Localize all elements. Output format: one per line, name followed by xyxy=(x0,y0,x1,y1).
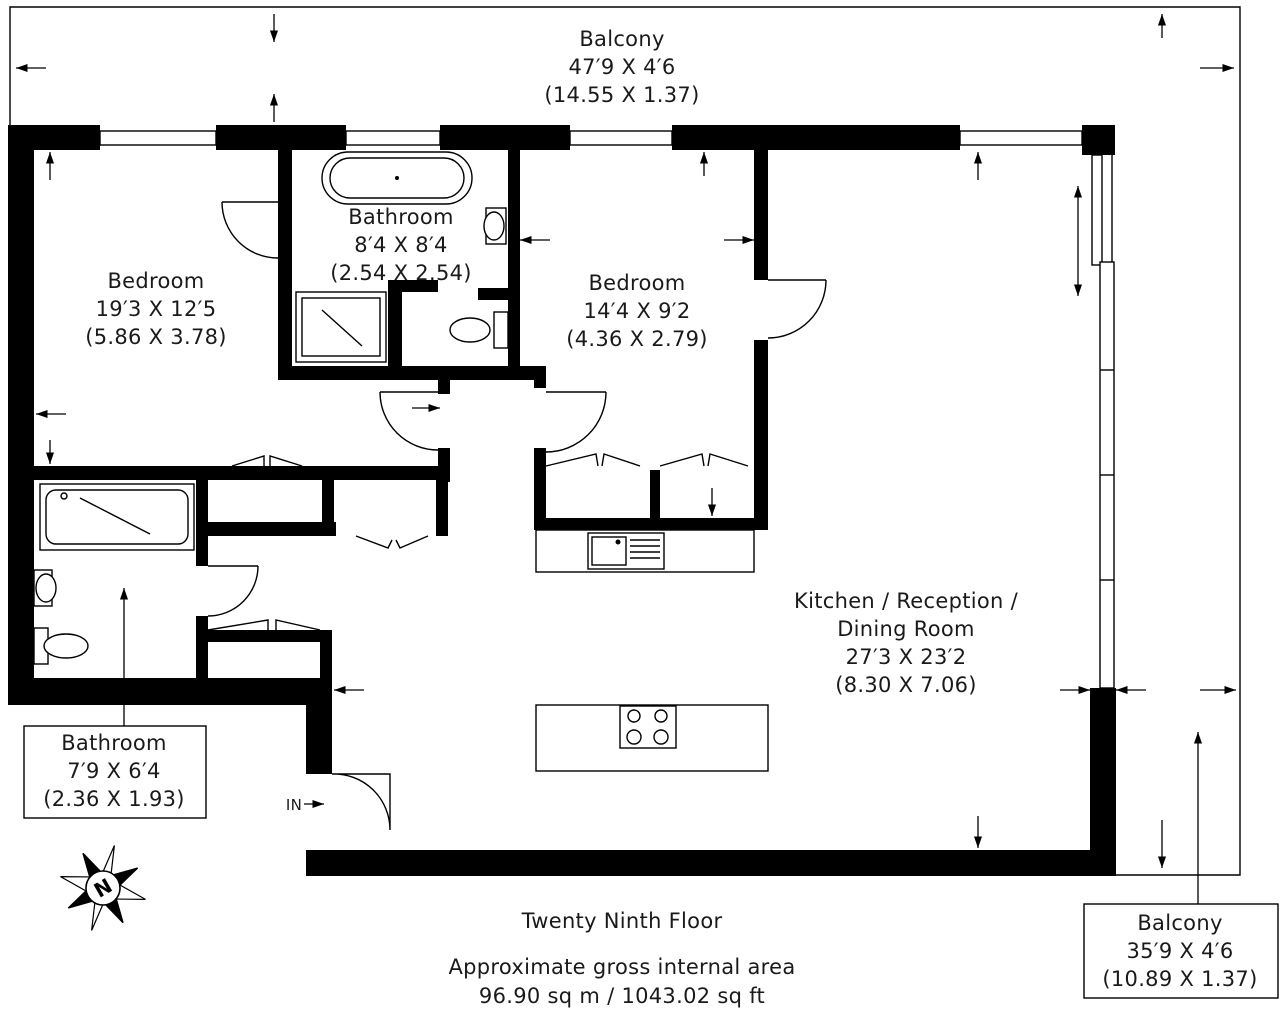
room-metric: (14.55 X 1.37) xyxy=(544,83,699,107)
room-imperial: 14′4 X 9′2 xyxy=(583,299,690,323)
area-label: Approximate gross internal area xyxy=(448,955,795,979)
floor-name: Twenty Ninth Floor xyxy=(521,909,723,933)
room-name-line-1: Kitchen / Reception / xyxy=(794,589,1019,613)
room-metric: (8.30 X 7.06) xyxy=(835,673,977,697)
compass-icon: N xyxy=(60,845,146,931)
room-imperial: 35′9 X 4′6 xyxy=(1126,939,1233,963)
room-name: Balcony xyxy=(1137,911,1222,935)
room-imperial: 19′3 X 12′5 xyxy=(96,297,217,321)
room-name: Bedroom xyxy=(107,269,204,293)
walls xyxy=(8,125,1116,876)
entrance-label: IN xyxy=(286,796,302,814)
balcony-right-label-box xyxy=(1083,903,1279,999)
floor-info: Twenty Ninth Floor Approximate gross int… xyxy=(448,909,795,1008)
room-metric: (2.36 X 1.93) xyxy=(43,787,185,811)
balcony-top-label: Balcony 47′9 X 4′6 (14.55 X 1.37) xyxy=(544,27,699,107)
bathroom-2-fixtures xyxy=(33,483,195,665)
room-name: Bedroom xyxy=(588,271,685,295)
kitchen-label: Kitchen / Reception / Dining Room 27′3 X… xyxy=(794,589,1019,697)
balcony-right-label: Balcony 35′9 X 4′6 (10.89 X 1.37) xyxy=(1102,911,1257,991)
room-name: Bathroom xyxy=(61,731,167,755)
room-imperial: 7′9 X 6′4 xyxy=(67,759,160,783)
room-imperial: 27′3 X 23′2 xyxy=(846,645,967,669)
room-metric: (10.89 X 1.37) xyxy=(1102,967,1257,991)
dimension-arrows xyxy=(16,14,1236,904)
room-metric: (5.86 X 3.78) xyxy=(85,325,227,349)
bathroom-2-label-box xyxy=(23,725,207,819)
area-value: 96.90 sq m / 1043.02 sq ft xyxy=(479,984,765,1008)
room-name: Bathroom xyxy=(348,205,454,229)
bathroom-2-label: Bathroom 7′9 X 6′4 (2.36 X 1.93) xyxy=(43,731,185,811)
bedroom-1-label: Bedroom 19′3 X 12′5 (5.86 X 3.78) xyxy=(85,269,227,349)
room-imperial: 47′9 X 4′6 xyxy=(568,55,675,79)
kitchen-fixtures xyxy=(535,529,769,772)
wardrobe-doors xyxy=(207,453,749,631)
room-metric: (4.36 X 2.79) xyxy=(566,327,708,351)
doors xyxy=(207,201,827,831)
bedroom-2-label: Bedroom 14′4 X 9′2 (4.36 X 2.79) xyxy=(566,271,708,351)
room-name-line-2: Dining Room xyxy=(837,617,975,641)
room-imperial: 8′4 X 8′4 xyxy=(354,233,447,257)
bathroom-1-fixtures xyxy=(295,151,509,363)
room-metric: (2.54 X 2.54) xyxy=(330,261,472,285)
bathroom-1-label: Bathroom 8′4 X 8′4 (2.54 X 2.54) xyxy=(330,205,472,285)
room-name: Balcony xyxy=(579,27,664,51)
